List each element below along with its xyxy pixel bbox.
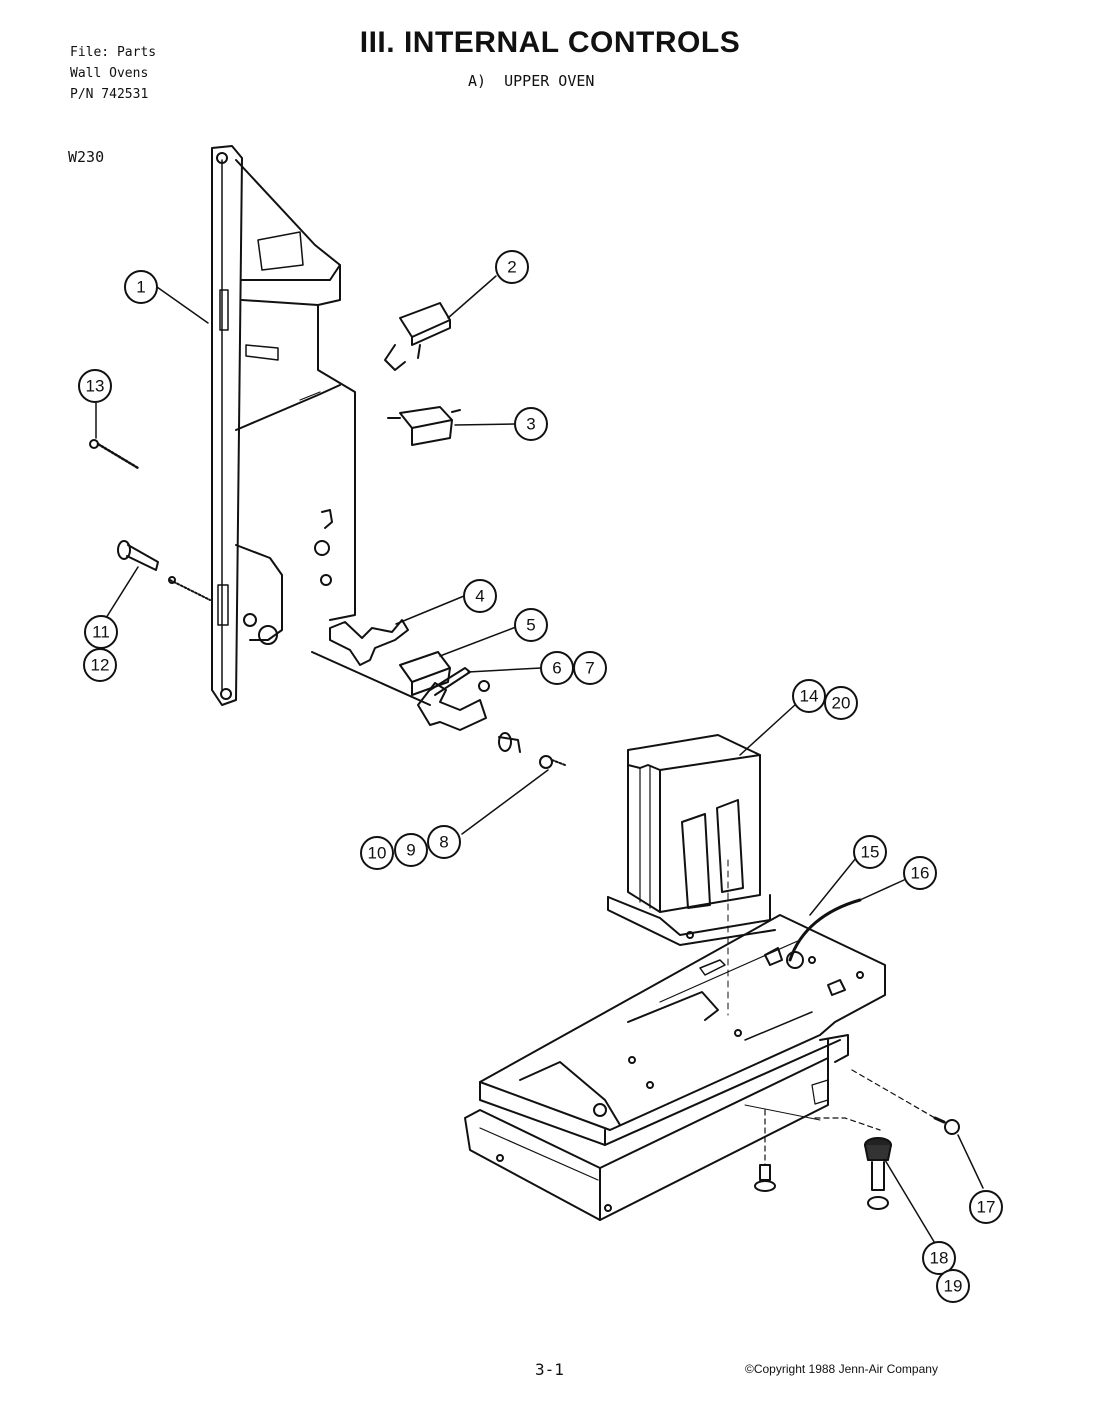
callout-label: 13 (86, 377, 105, 396)
micro-switch-3 (387, 406, 461, 446)
callout-label: 6 (552, 659, 561, 678)
callout-label: 11 (92, 623, 110, 642)
screw-bottom (754, 1109, 776, 1192)
callout-label: 5 (526, 616, 535, 635)
callout-label: 8 (439, 833, 448, 852)
control-panel-bracket (211, 145, 356, 706)
callout-label: 17 (977, 1198, 996, 1217)
callout-5 (514, 608, 548, 642)
callout-19 (936, 1269, 970, 1303)
callout-10 (360, 836, 394, 870)
callouts (78, 250, 1003, 1303)
callout-20 (824, 686, 858, 720)
callout-8 (427, 825, 461, 859)
callout-7 (573, 651, 607, 685)
callout-label: 12 (91, 656, 110, 675)
page-number: 3-1 (535, 1360, 564, 1379)
screw-17 (851, 1069, 960, 1135)
page-subtitle: A) UPPER OVEN (468, 72, 595, 90)
callout-labels: 1 2 3 4 5 6 7 8 9 10 11 12 13 14 15 16 1… (86, 258, 996, 1296)
callout-1 (124, 270, 158, 304)
foot-18 (814, 1117, 892, 1210)
callout-12 (83, 648, 117, 682)
callout-9 (394, 833, 428, 867)
callout-11 (84, 615, 118, 649)
file-info: File: Parts Wall Ovens P/N 742531 (70, 42, 156, 105)
lever-assembly (311, 651, 566, 769)
callout-label: 3 (526, 415, 535, 434)
callout-label: 7 (585, 659, 594, 678)
callout-label: 1 (136, 278, 145, 297)
callout-label: 2 (507, 258, 516, 277)
callout-3 (514, 407, 548, 441)
transformer-14 (607, 734, 776, 946)
file-line: File: Parts (70, 45, 157, 60)
callout-16 (903, 856, 937, 890)
callout-label: 18 (930, 1249, 949, 1268)
callout-label: 9 (406, 841, 415, 860)
callout-2 (495, 250, 529, 284)
leader-lines (95, 275, 984, 1246)
micro-switch-2 (384, 302, 451, 371)
callout-label: 19 (944, 1277, 963, 1296)
callout-label: 14 (800, 687, 819, 706)
file-line: Wall Ovens (70, 66, 149, 81)
actuator-4 (329, 619, 409, 666)
callout-15 (853, 835, 887, 869)
callout-18 (922, 1241, 956, 1275)
page-title: III. INTERNAL CONTROLS (359, 26, 741, 59)
model-number: W230 (68, 148, 105, 166)
lower-bracket (464, 1034, 849, 1221)
callout-14 (792, 679, 826, 713)
callout-label: 10 (368, 844, 387, 863)
callout-13 (78, 369, 112, 403)
pin-11 (117, 540, 211, 601)
screw-13 (89, 439, 140, 470)
callout-label: 15 (861, 843, 880, 862)
base-plate-15 (479, 898, 886, 1146)
callout-4 (463, 579, 497, 613)
micro-switch-5 (399, 651, 490, 696)
copyright-notice: ©Copyright 1988 Jenn-Air Company (745, 1362, 938, 1376)
callout-label: 20 (832, 694, 851, 713)
callout-label: 16 (911, 864, 930, 883)
file-line: P/N 742531 (70, 87, 149, 102)
callout-17 (969, 1190, 1003, 1224)
callout-label: 4 (475, 587, 484, 606)
